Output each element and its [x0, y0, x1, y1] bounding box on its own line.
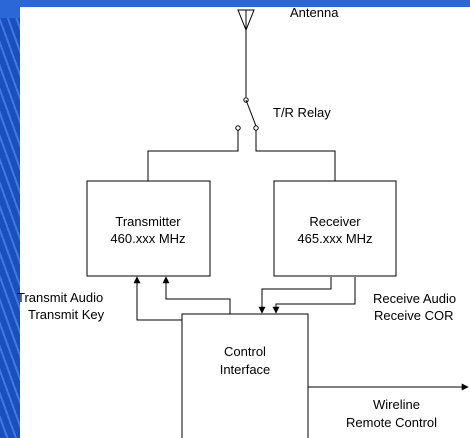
wireline-label: Wireline	[373, 397, 420, 412]
control-line1: Control	[224, 344, 266, 359]
receiver-frequency: 465.xxx MHz	[297, 231, 372, 246]
receive-audio-label: Receive Audio	[373, 291, 456, 306]
receiver-name: Receiver	[309, 214, 361, 229]
relay-label: T/R Relay	[273, 105, 331, 120]
tr-relay-symbol	[235, 97, 259, 131]
remote-control-label: Remote Control	[346, 415, 437, 430]
transmitter-frequency: 460.xxx MHz	[110, 231, 185, 246]
transmitter-block	[86, 180, 211, 277]
transmit-key-label: Transmit Key	[28, 307, 105, 322]
transmit-audio-label: Transmit Audio	[17, 290, 103, 305]
receive-cor-label: Receive COR	[374, 308, 453, 323]
rf-wiring	[147, 130, 336, 181]
receiver-block	[273, 180, 397, 277]
control-line2: Interface	[220, 362, 271, 377]
receive-signal-lines	[258, 277, 356, 314]
antenna-label: Antenna	[290, 5, 339, 20]
background-pattern	[0, 0, 20, 438]
transmitter-name: Transmitter	[115, 214, 181, 229]
control-interface-block	[181, 313, 309, 438]
antenna-symbol	[237, 9, 255, 97]
